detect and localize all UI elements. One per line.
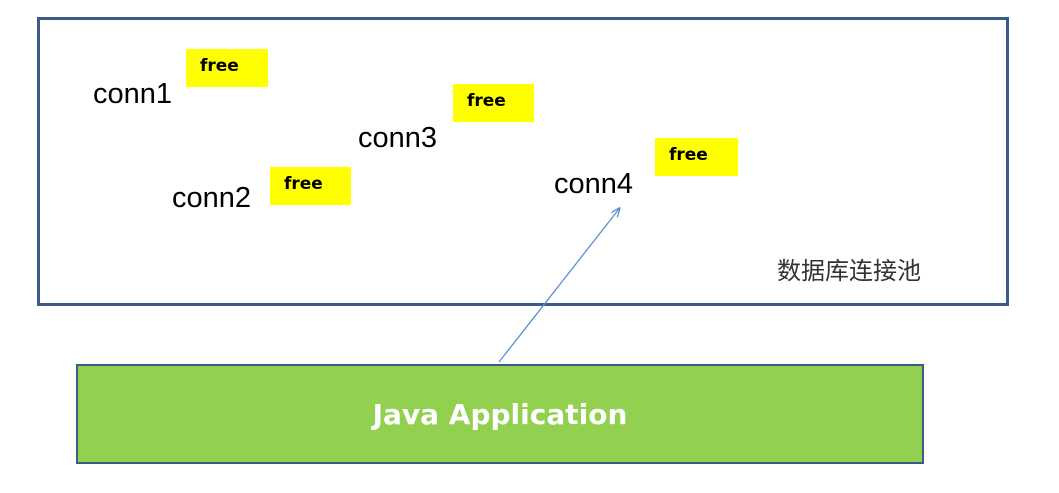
conn1-status-badge: free [186, 49, 268, 87]
conn1-label: conn1 [93, 78, 173, 110]
conn2-status-badge: free [270, 167, 351, 205]
pool-title: 数据库连接池 [777, 257, 921, 285]
conn4-label: conn4 [554, 168, 634, 200]
java-application-label: Java Application [372, 397, 628, 431]
java-application-box: Java Application [76, 364, 924, 464]
conn3-status-badge: free [453, 84, 534, 122]
conn3-label: conn3 [358, 122, 438, 154]
conn2-label: conn2 [172, 182, 252, 214]
conn4-status-badge: free [655, 138, 738, 176]
